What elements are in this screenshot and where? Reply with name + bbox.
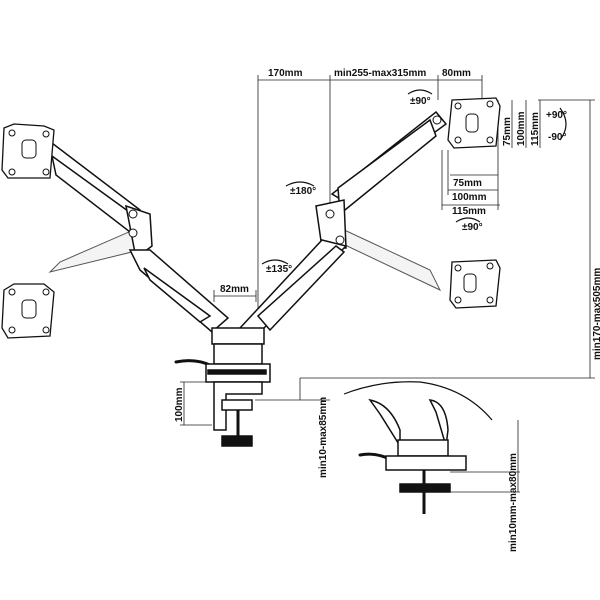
label-tilt-top: ±90° — [410, 96, 431, 107]
right-vesa-plate-bottom — [449, 259, 501, 309]
ghost-arms — [48, 227, 442, 292]
label-grommet-range: min10mm-max80mm — [508, 453, 519, 552]
label-vesa-115-v: 115mm — [530, 112, 541, 146]
label-clamp-range: min10-max85mm — [318, 397, 329, 478]
label-rotate-plus: +90° — [546, 110, 567, 121]
label-vesa-75-v: 75mm — [502, 117, 513, 146]
label-pole-width: 82mm — [220, 284, 249, 295]
right-vesa-plate-top — [447, 97, 501, 149]
left-arm — [38, 139, 230, 333]
label-tilt-bottom: ±90° — [462, 222, 483, 233]
label-swivel-base: ±135° — [266, 264, 292, 275]
label-height-range: min170-max505mm — [592, 268, 600, 360]
rotation-arrows — [261, 89, 567, 265]
label-arm-outer: min255-max315mm — [334, 68, 426, 79]
left-vesa-plate-bottom — [1, 283, 55, 339]
label-vesa-100-v: 100mm — [516, 111, 527, 146]
label-swivel-elbow: ±180° — [290, 186, 316, 197]
central-pole — [174, 327, 271, 383]
label-arm-inner: 170mm — [268, 68, 303, 79]
label-arm-end: 80mm — [442, 68, 471, 79]
label-rotate-minus: -90° — [548, 132, 566, 143]
left-vesa-plate-top — [1, 123, 55, 179]
grommet-inset — [343, 381, 493, 514]
label-vesa-75-h: 75mm — [453, 178, 482, 189]
dimension-lines — [180, 75, 595, 493]
right-arm — [238, 110, 448, 332]
label-clamp-height: 100mm — [174, 387, 185, 422]
labels: 170mm min255-max315mm 80mm ±90° ±90° ±18… — [174, 68, 600, 552]
label-vesa-100-h: 100mm — [452, 192, 487, 203]
label-vesa-115-h: 115mm — [452, 206, 486, 217]
desk-clamp — [213, 381, 263, 447]
